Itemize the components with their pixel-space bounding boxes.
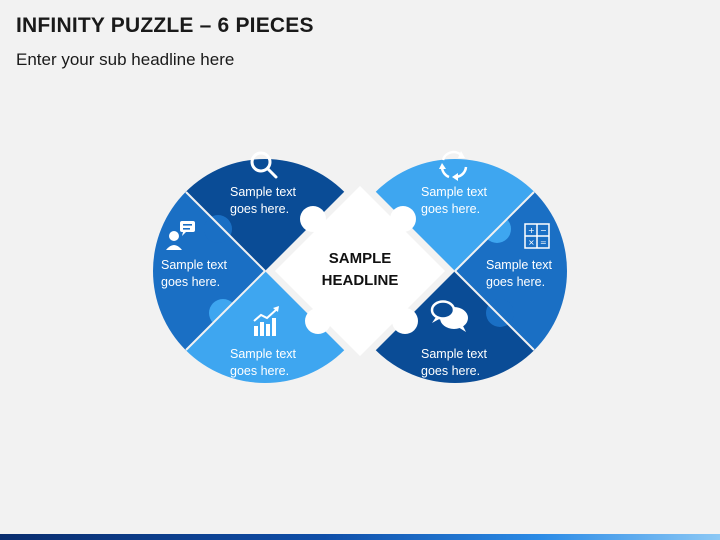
svg-text:−: − xyxy=(540,226,547,235)
piece-text-line: goes here. xyxy=(230,364,290,378)
center-headline: SAMPLE HEADLINE xyxy=(310,248,410,292)
piece-text-line: goes here. xyxy=(161,275,221,289)
piece-text-line: goes here. xyxy=(230,202,290,216)
piece-text-line: goes here. xyxy=(486,275,546,289)
calculator-symbols: + − × = xyxy=(528,226,547,247)
magnifier-icon xyxy=(250,151,278,179)
center-headline-line: SAMPLE xyxy=(328,250,392,267)
svg-text:×: × xyxy=(528,238,535,247)
center-knob-tl xyxy=(300,206,326,232)
piece-left-text: Sample text goes here. xyxy=(161,257,227,291)
center-headline-line: HEADLINE xyxy=(321,272,399,289)
piece-top-left-text: Sample text goes here. xyxy=(230,184,296,218)
svg-text:=: = xyxy=(540,238,547,247)
refresh-arrowheads xyxy=(439,151,465,181)
bottom-accent-bar xyxy=(0,534,720,540)
page-subtitle: Enter your sub headline here xyxy=(16,50,235,69)
piece-text-line: Sample text xyxy=(486,258,553,272)
growth-chart-icon xyxy=(253,306,279,336)
piece-top-right-text: Sample text goes here. xyxy=(421,184,487,218)
speech-bubbles-icon xyxy=(430,300,468,332)
piece-text-line: Sample text xyxy=(161,258,228,272)
piece-right-text: Sample text goes here. xyxy=(486,257,552,291)
svg-text:+: + xyxy=(528,226,535,235)
knob-right-bottom xyxy=(486,299,514,327)
piece-separators xyxy=(185,191,535,351)
piece-bottom-right-text: Sample text goes here. xyxy=(421,346,487,380)
piece-bottom-left-text: Sample text goes here. xyxy=(230,346,296,380)
center-knob-tr xyxy=(390,206,416,232)
page-title: INFINITY PUZZLE – 6 PIECES xyxy=(16,14,314,37)
center-knob-br xyxy=(392,308,418,334)
center-knob-bl xyxy=(305,308,331,334)
piece-text-line: goes here. xyxy=(421,364,481,378)
piece-text-line: Sample text xyxy=(230,347,297,361)
calculator-icon xyxy=(524,223,550,249)
chat-person-icon xyxy=(166,221,195,250)
piece-text-line: Sample text xyxy=(421,347,488,361)
knob-left-top xyxy=(204,215,232,243)
piece-text-line: goes here. xyxy=(421,202,481,216)
piece-text-line: Sample text xyxy=(230,185,297,199)
piece-text-line: Sample text xyxy=(421,185,488,199)
